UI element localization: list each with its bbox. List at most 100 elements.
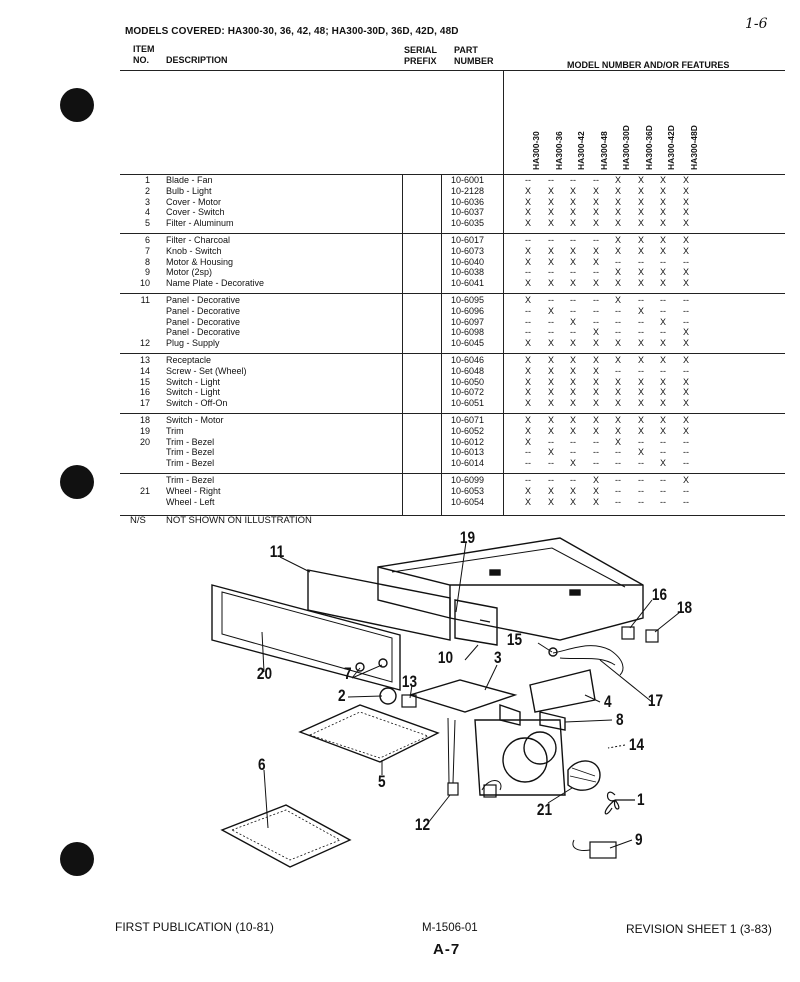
table-rule xyxy=(441,174,442,515)
model-mark: X xyxy=(592,376,599,387)
binder-hole xyxy=(60,88,94,122)
model-header: HA300-30D xyxy=(621,125,631,170)
item-description: Trim - Bezel xyxy=(166,458,215,469)
model-mark: -- xyxy=(615,327,621,338)
item-description: Switch - Off-On xyxy=(166,398,228,409)
item-description: Filter - Aluminum xyxy=(166,218,234,229)
item-number: 4 xyxy=(144,207,150,218)
model-mark: X xyxy=(637,338,644,349)
part-number: 10-6040 xyxy=(451,256,485,267)
model-mark: X xyxy=(614,218,621,229)
model-mark: -- xyxy=(525,235,531,245)
callout-4: 4 xyxy=(603,692,612,711)
item-description: Panel - Decorative xyxy=(166,305,241,316)
header-description: DESCRIPTION xyxy=(166,55,228,65)
model-mark: X xyxy=(659,207,666,218)
part-number: 10-6051 xyxy=(451,398,485,409)
model-mark: X xyxy=(524,295,531,305)
model-mark: X xyxy=(682,245,689,256)
table-rule xyxy=(120,174,785,175)
callout-19: 19 xyxy=(459,528,476,547)
ns-text: NOT SHOWN ON ILLUSTRATION xyxy=(166,515,312,526)
model-mark: X xyxy=(682,278,689,289)
model-mark: X xyxy=(524,278,531,289)
model-mark: -- xyxy=(593,295,599,305)
switch-18 xyxy=(645,629,659,643)
model-mark: -- xyxy=(570,447,576,458)
item-number: 7 xyxy=(144,245,150,256)
callout-17: 17 xyxy=(647,691,664,710)
model-mark: X xyxy=(547,496,554,507)
model-mark: -- xyxy=(660,447,666,458)
model-mark: X xyxy=(524,376,531,387)
model-mark: X xyxy=(614,267,621,278)
model-mark: -- xyxy=(548,327,554,338)
header-number: NUMBER xyxy=(454,56,494,66)
part-number: 10-6045 xyxy=(451,338,485,349)
model-mark: X xyxy=(592,355,599,365)
model-mark: X xyxy=(637,415,644,425)
model-mark: X xyxy=(547,447,554,458)
model-mark: -- xyxy=(660,485,666,496)
page-mark: 1-6 xyxy=(745,16,768,32)
model-mark: X xyxy=(614,387,621,398)
model-mark: X xyxy=(682,355,689,365)
decorative-panel xyxy=(307,569,451,641)
model-mark: X xyxy=(637,398,644,409)
footer-right: REVISION SHEET 1 (3-83) xyxy=(626,922,772,936)
model-mark: -- xyxy=(593,305,599,316)
model-mark: X xyxy=(569,185,576,196)
model-mark: X xyxy=(569,256,576,267)
part-number: 10-6012 xyxy=(451,436,485,447)
model-mark: X xyxy=(547,218,554,229)
header-part: PART xyxy=(454,45,478,55)
part-number: 10-6054 xyxy=(451,496,485,507)
part-number: 10-6035 xyxy=(451,218,485,229)
model-mark: X xyxy=(682,185,689,196)
model-header: HA300-48 xyxy=(599,131,609,170)
item-description: Name Plate - Decorative xyxy=(166,278,265,289)
model-mark: -- xyxy=(638,316,644,327)
page-number: A-7 xyxy=(433,941,461,958)
model-mark: X xyxy=(569,355,576,365)
aluminum-filter xyxy=(298,704,440,763)
model-mark: X xyxy=(569,425,576,436)
item-description: Bulb - Light xyxy=(166,185,212,196)
model-mark: X xyxy=(659,218,666,229)
part-number: 10-6098 xyxy=(451,327,485,338)
model-mark: X xyxy=(614,235,621,245)
part-number: 10-6013 xyxy=(451,447,485,458)
model-mark: X xyxy=(547,338,554,349)
item-number: 9 xyxy=(144,267,150,278)
table-rule xyxy=(120,515,785,516)
model-mark: X xyxy=(569,398,576,409)
part-number: 10-2128 xyxy=(451,185,485,196)
model-mark: -- xyxy=(525,475,531,485)
model-mark: X xyxy=(569,485,576,496)
table-rule xyxy=(120,293,785,294)
item-description: Trim xyxy=(166,425,184,436)
model-mark: -- xyxy=(570,475,576,485)
model-mark: -- xyxy=(525,175,531,185)
model-mark: X xyxy=(569,245,576,256)
motor-2sp xyxy=(589,841,617,859)
model-mark: -- xyxy=(593,267,599,278)
model-mark: X xyxy=(547,387,554,398)
part-number: 10-6038 xyxy=(451,267,485,278)
part-number: 10-6099 xyxy=(451,475,485,485)
model-mark: -- xyxy=(593,235,599,245)
item-description: Panel - Decorative xyxy=(166,295,241,305)
model-mark: X xyxy=(592,496,599,507)
model-mark: X xyxy=(547,196,554,207)
table-rule xyxy=(402,174,403,515)
model-mark: -- xyxy=(615,458,621,469)
model-mark: X xyxy=(659,338,666,349)
model-mark: X xyxy=(547,425,554,436)
model-mark: -- xyxy=(548,436,554,447)
model-mark: X xyxy=(569,496,576,507)
part-number: 10-6046 xyxy=(451,355,485,365)
model-mark: X xyxy=(637,447,644,458)
table-rule xyxy=(120,413,785,414)
model-mark: X xyxy=(659,458,666,469)
item-number: 17 xyxy=(139,398,150,409)
